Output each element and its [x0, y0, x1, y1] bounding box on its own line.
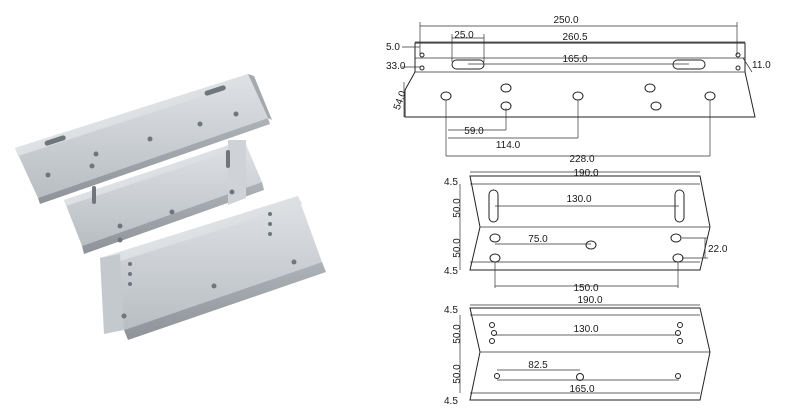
dim-22: 22.0 — [708, 244, 728, 255]
dim-82-5: 82.5 — [528, 360, 548, 371]
dim-150: 150.0 — [573, 283, 598, 294]
dim-25: 25.0 — [454, 30, 474, 41]
photo-z-bracket — [64, 140, 264, 254]
dim-54: 54.0 — [392, 89, 409, 111]
dim-75: 75.0 — [528, 234, 548, 245]
dim-5: 5.0 — [386, 42, 400, 53]
dim-260-5: 260.5 — [562, 32, 587, 43]
dim-4-5: 4.5 — [444, 177, 458, 188]
photo-l-bracket — [15, 74, 272, 204]
bracket-photo — [15, 74, 326, 340]
dim-50-bottom: 50.0 — [452, 238, 463, 258]
dim-114: 114.0 — [496, 140, 521, 151]
dim-59: 59.0 — [464, 126, 484, 137]
dim-130-bottom: 130.0 — [573, 324, 598, 335]
dim-50-upper: 50.0 — [452, 324, 463, 344]
dim-250: 250.0 — [553, 15, 578, 26]
dim-190: 190.0 — [573, 168, 598, 179]
dim-130: 130.0 — [566, 194, 591, 205]
dim-50-top: 50.0 — [452, 198, 463, 218]
dim-228: 228.0 — [569, 154, 594, 165]
drawing-bottom-bracket: 4.5 190.0 50.0 130.0 82.5 50.0 165.0 4.5 — [444, 295, 711, 407]
top-bracket-outline — [404, 42, 756, 118]
photo-z-bracket-lower — [100, 196, 326, 340]
drawing-top-bracket: 250.0 25.0 260.5 5.0 33.0 165.0 11.0 54.… — [386, 15, 771, 165]
dim-165: 165.0 — [562, 54, 587, 65]
dim-165-bottom: 165.0 — [569, 384, 594, 395]
dim-190-bottom: 190.0 — [577, 295, 602, 306]
dim-4-5-top: 4.5 — [444, 305, 458, 316]
dim-50-lower: 50.0 — [452, 364, 463, 384]
dim-11: 11.0 — [752, 60, 771, 71]
drawing-mid-bracket: 4.5 190.0 50.0 130.0 75.0 50.0 22.0 4.5 … — [444, 168, 728, 294]
dim-33: 33.0 — [386, 61, 406, 72]
slot-left — [451, 59, 485, 70]
dim-4-5-lower: 4.5 — [444, 396, 458, 407]
dim-4-5-bottom: 4.5 — [444, 266, 458, 277]
slot-right — [672, 59, 706, 70]
